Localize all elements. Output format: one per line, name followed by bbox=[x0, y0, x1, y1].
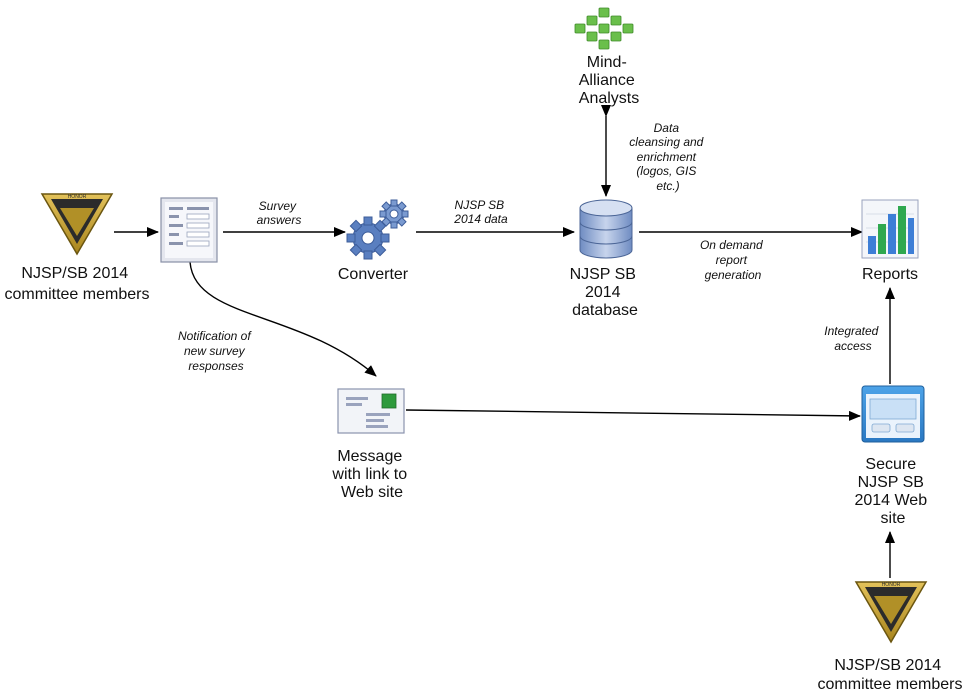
envelope-icon bbox=[337, 388, 405, 434]
edge-label-integrated: Integrated access bbox=[824, 324, 881, 353]
edge-label-on-demand: On demand report generation bbox=[700, 238, 766, 282]
database-icon bbox=[579, 199, 633, 259]
node-label-reports: Reports bbox=[862, 266, 918, 283]
node-label-website: Secure NJSP SB 2014 Web site bbox=[854, 456, 931, 527]
node-label-message: Message with link to Web site bbox=[331, 448, 411, 501]
browser-window-icon bbox=[861, 385, 925, 443]
edge-notification bbox=[189, 261, 377, 377]
node-label-members-top: NJSP/SB 2014 committee members bbox=[5, 265, 150, 303]
node-label-members-bottom: NJSP/SB 2014 committee members bbox=[818, 657, 963, 693]
edge-label-notification: Notification of new survey responses bbox=[178, 329, 254, 373]
cube-cluster-icon bbox=[574, 7, 634, 50]
edge-label-survey-answers: Survey answers bbox=[257, 199, 302, 227]
svg-text:HONOR: HONOR bbox=[882, 582, 901, 588]
bar-chart-icon bbox=[861, 199, 919, 259]
njsp-badge-icon: HONOR bbox=[854, 581, 928, 644]
form-document-icon bbox=[160, 197, 218, 263]
node-label-analysts: Mind- Alliance Analysts bbox=[579, 54, 639, 107]
edge-label-cleansing: Data cleansing and enrichment (logos, GI… bbox=[629, 121, 706, 193]
edge-label-sb-data: NJSP SB 2014 data bbox=[453, 198, 508, 226]
njsp-badge-icon: HONOR bbox=[40, 193, 114, 256]
gears-icon bbox=[346, 199, 409, 260]
svg-text:HONOR: HONOR bbox=[68, 194, 87, 200]
node-label-database: NJSP SB 2014 database bbox=[570, 266, 641, 319]
edge-message-to-website bbox=[405, 409, 861, 421]
node-label-converter: Converter bbox=[338, 266, 409, 283]
